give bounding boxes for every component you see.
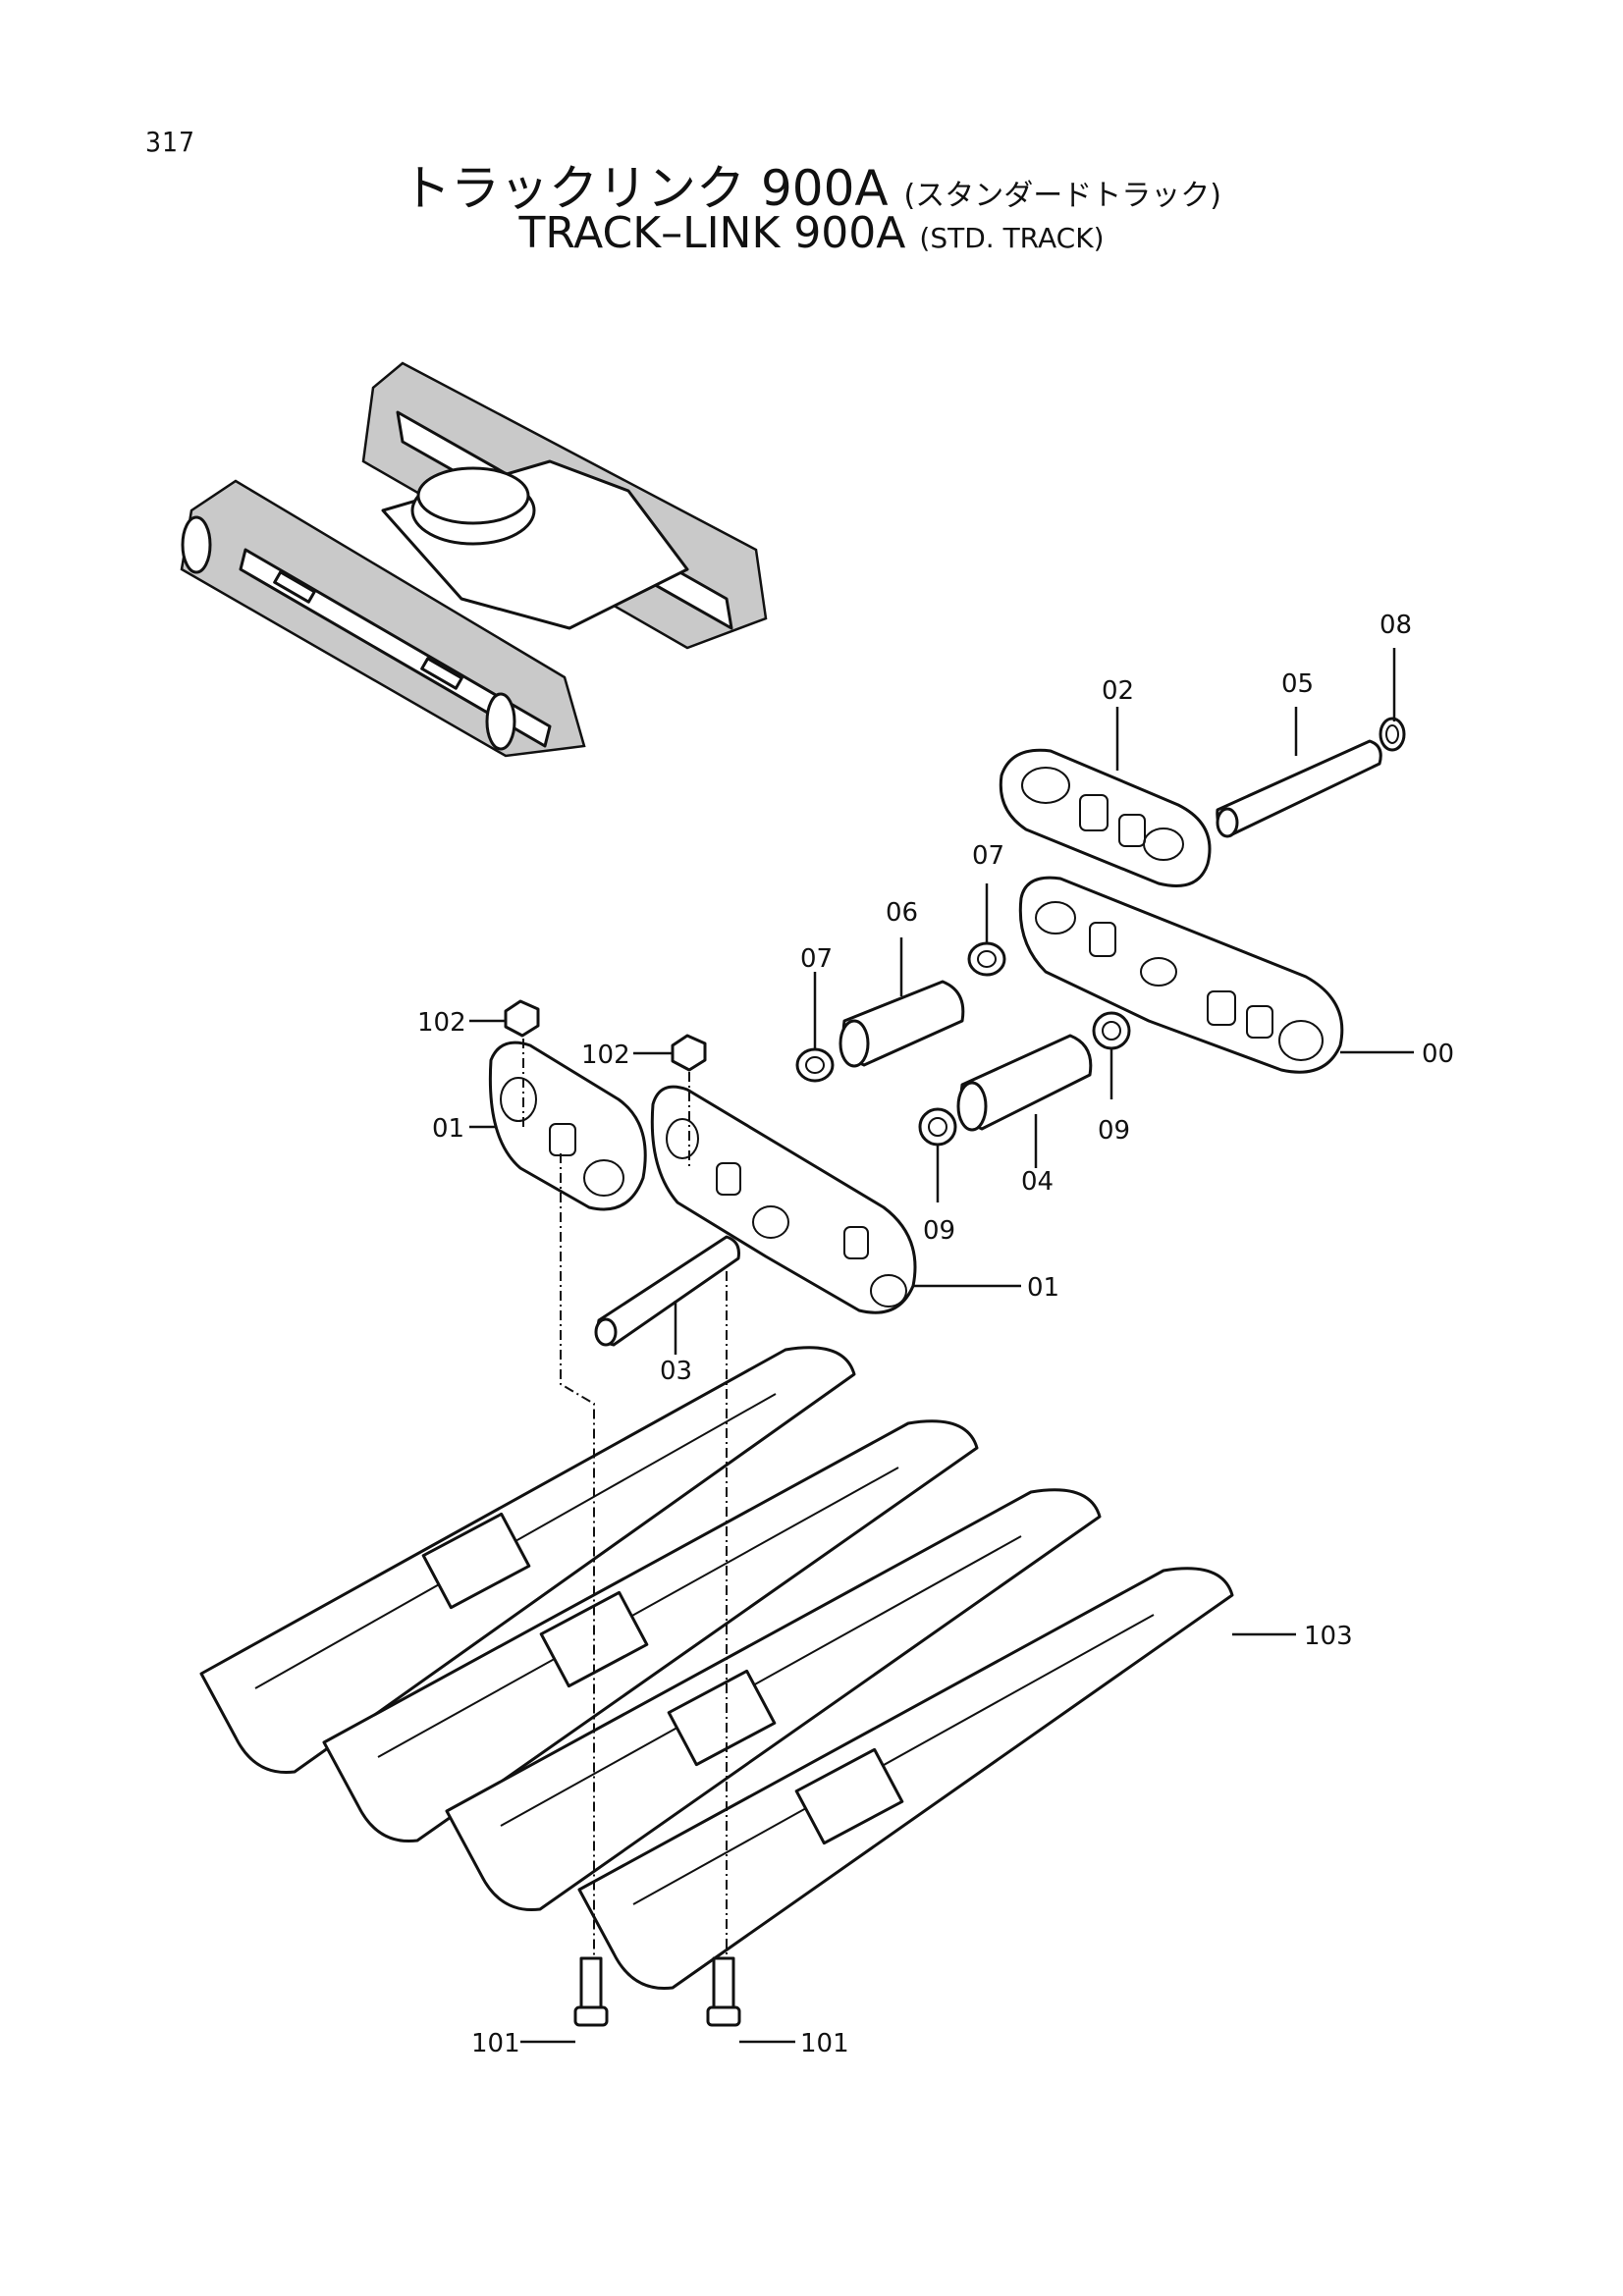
callout-101-left: 101 xyxy=(471,2029,520,2058)
title-en-main: TRACK–LINK 900A xyxy=(518,208,906,258)
seal-09-left-drawing xyxy=(918,1107,957,1147)
snap-ring-08-drawing xyxy=(1379,717,1406,752)
title-jp-main: トラックリンク 900A xyxy=(402,160,889,217)
callout-00: 00 xyxy=(1422,1040,1454,1069)
callout-02: 02 xyxy=(1102,676,1134,706)
link-01-right-drawing xyxy=(650,1085,917,1314)
callout-08: 08 xyxy=(1380,611,1412,640)
callout-07-lower: 07 xyxy=(800,944,833,974)
seal-07-upper-drawing xyxy=(967,941,1006,977)
bushing-04-drawing xyxy=(956,1034,1093,1132)
track-shoes-drawing xyxy=(199,1346,1234,1991)
callout-03: 03 xyxy=(660,1357,692,1386)
callout-04: 04 xyxy=(1021,1167,1054,1197)
callout-102-right: 102 xyxy=(581,1041,630,1070)
title-japanese: トラックリンク 900A (スタンダードトラック) xyxy=(0,149,1623,220)
pin-05-drawing xyxy=(1216,739,1382,838)
bolt-101-left-drawing xyxy=(573,1956,609,2027)
callout-06: 06 xyxy=(886,898,918,928)
callout-05: 05 xyxy=(1281,669,1314,699)
callout-103: 103 xyxy=(1304,1622,1353,1651)
link-01-left-drawing xyxy=(488,1041,647,1211)
callout-01-left: 01 xyxy=(432,1114,464,1144)
link-00-drawing xyxy=(1018,876,1344,1074)
title-jp-subtitle: (スタンダードトラック) xyxy=(903,179,1221,213)
callout-labels: 08 05 02 07 06 07 00 09 04 09 01 01 03 1… xyxy=(417,611,1454,2058)
callout-102-left: 102 xyxy=(417,1008,466,1038)
nut-102-left-drawing xyxy=(504,999,540,1038)
leader-lines xyxy=(469,648,1414,2044)
title-english: TRACK–LINK 900A (STD. TRACK) xyxy=(0,208,1623,258)
callout-07-upper: 07 xyxy=(972,841,1004,871)
callout-09-right: 09 xyxy=(1098,1116,1130,1146)
pin-03-drawing xyxy=(594,1235,740,1347)
title-en-subtitle: (STD. TRACK) xyxy=(919,222,1105,254)
nut-102-right-drawing xyxy=(671,1034,707,1072)
page-number: 317 xyxy=(145,126,196,158)
assembly-centerlines xyxy=(522,1039,728,1958)
link-02-drawing xyxy=(999,748,1212,887)
bushing-06-drawing xyxy=(839,980,965,1068)
seal-09-right-drawing xyxy=(1092,1011,1131,1050)
bolt-101-right-drawing xyxy=(706,1956,741,2027)
callout-01-right: 01 xyxy=(1027,1273,1059,1303)
callout-09-left: 09 xyxy=(923,1216,955,1246)
undercarriage-illustration xyxy=(180,361,768,758)
callout-101-right: 101 xyxy=(800,2029,849,2058)
seal-07-lower-drawing xyxy=(795,1047,835,1083)
